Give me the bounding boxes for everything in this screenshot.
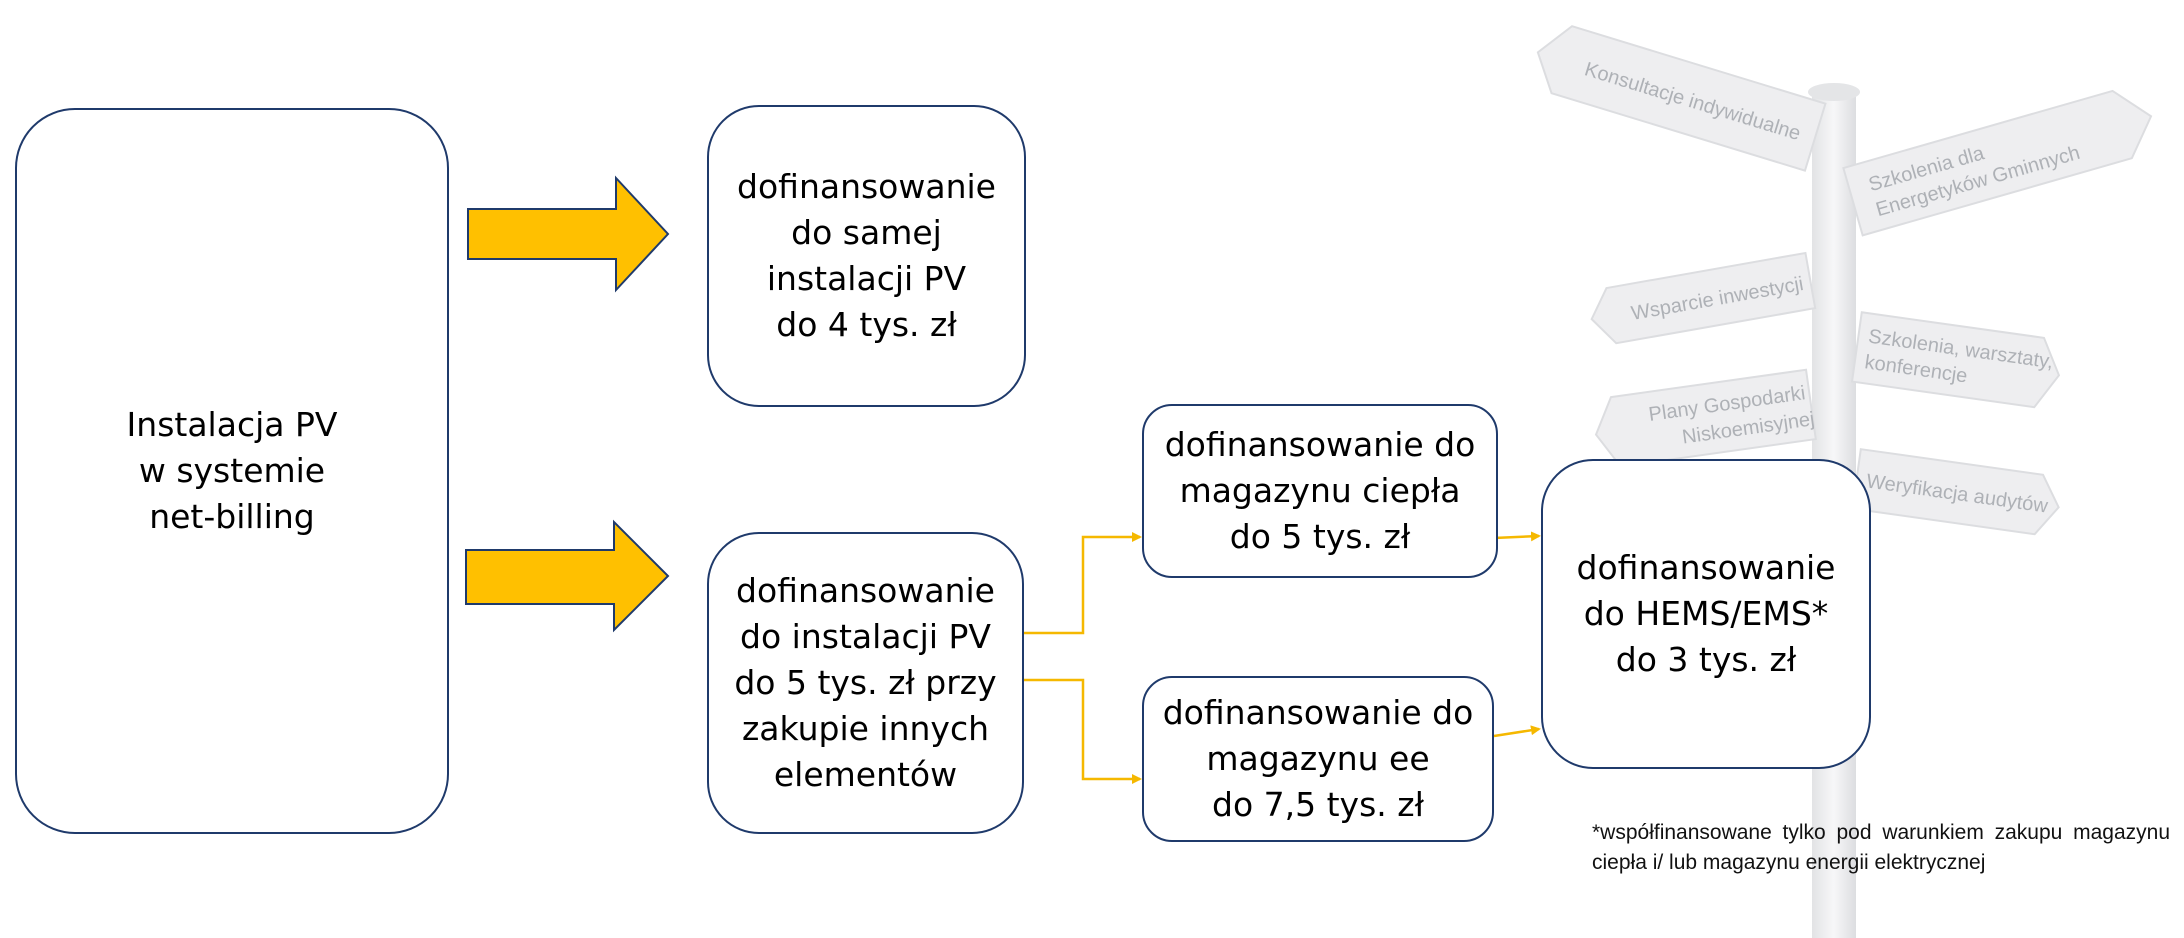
box-ee-storage-label: dofinansowanie do magazynu ee do 7,5 tys… (1162, 693, 1474, 824)
sign-plany-gospodarki: Plany Gospodarki Niskoemisyjnej (1594, 368, 1817, 468)
sign-wsparcie: Wsparcie inwestycji (1590, 251, 1817, 345)
footnote: *współfinansowane tylko pod warunkiem za… (1592, 821, 2170, 874)
box-ee-storage-subsidy: dofinansowanie do magazynu ee do 7,5 tys… (1142, 676, 1494, 842)
box-pv-net-billing: Instalacja PV w systemie net-billing (15, 108, 449, 834)
box-hems-label: dofinansowanie do HEMS/EMS* do 3 tys. zł (1576, 548, 1836, 679)
block-arrow-top (467, 175, 670, 293)
box-pv-only-subsidy: dofinansowanie do samej instalacji PV do… (707, 105, 1026, 407)
sign-szkolenia-warsztaty: Szkolenia, warsztaty, konferencje (1850, 311, 2061, 409)
connector-combo-to-heat (1024, 532, 1142, 635)
box-pv-net-billing-label: Instalacja PV w systemie net-billing (126, 405, 338, 536)
block-arrow-bottom (465, 519, 670, 633)
box-pv-combo-label: dofinansowanie do instalacji PV do 5 tys… (734, 571, 997, 794)
box-pv-combo-subsidy: dofinansowanie do instalacji PV do 5 tys… (707, 532, 1024, 834)
box-hems-subsidy: dofinansowanie do HEMS/EMS* do 3 tys. zł (1541, 459, 1871, 769)
sign-weryfikacja: Weryfikacja audytów (1851, 448, 2060, 536)
connector-heat-to-hems (1493, 531, 1541, 542)
box-heat-storage-subsidy: dofinansowanie do magazynu ciepła do 5 t… (1142, 404, 1498, 578)
box-pv-only-label: dofinansowanie do samej instalacji PV do… (737, 167, 996, 344)
box-heat-storage-label: dofinansowanie do magazynu ciepła do 5 t… (1164, 425, 1476, 556)
connector-ee-to-hems (1493, 725, 1541, 738)
connector-combo-to-ee (1024, 678, 1142, 784)
